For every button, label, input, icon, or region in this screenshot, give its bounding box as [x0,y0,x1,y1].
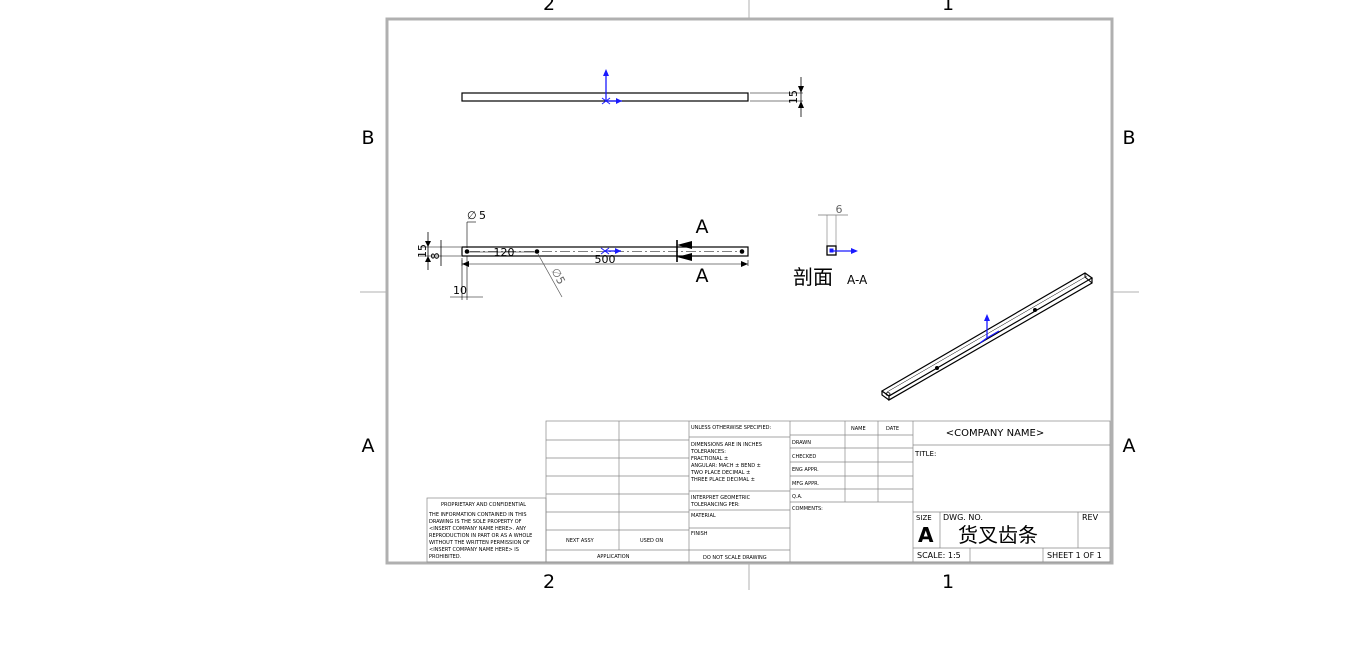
top-view-origin-icon [601,69,622,105]
proprietary-line-5: WITHOUT THE WRITTEN PERMISSION OF [429,540,530,546]
do-not-scale: DO NOT SCALE DRAWING [703,555,767,561]
section-width-dim: 6 [836,203,843,216]
row-checked: CHECKED [792,454,816,460]
dwg-no-label: DWG. NO. [943,513,983,522]
title-block [426,420,1111,563]
rev-label: REV [1082,513,1099,522]
front-inner-dim: 8 [429,253,442,260]
comments-label: COMMENTS: [792,506,823,512]
front-view-origin-icon [600,247,621,255]
proprietary-line-7: PROHIBITED. [429,554,462,560]
length-dim: 500 [595,253,616,266]
company-name: <COMPANY NAME> [946,428,1045,439]
zone-label-left-a: A [362,435,375,457]
dia-top-value: 5 [479,209,486,222]
zone-label-top-1: 1 [942,0,954,15]
row-eng-appr: ENG APPR. [792,467,819,473]
row-mfg-appr: MFG APPR. [792,481,819,487]
section-view[interactable]: 6 剖面 A-A [793,203,868,289]
tolerance-line-6: THREE PLACE DECIMAL ± [690,477,755,483]
next-assy-label: NEXT ASSY [566,538,595,544]
tolerance-line-5: TWO PLACE DECIMAL ± [690,470,750,476]
row-qa: Q.A. [792,494,803,500]
col-name-label: NAME [851,426,866,432]
finish-label: FINISH [691,531,708,537]
used-on-label: USED ON [640,538,663,544]
proprietary-title: PROPRIETARY AND CONFIDENTIAL [441,502,526,508]
front-view-hole-right [739,249,745,254]
front-view-hole-mid [534,249,540,254]
tolerance-line-2: TOLERANCES: [690,449,726,455]
proprietary-line-1: THE INFORMATION CONTAINED IN THIS [428,512,527,518]
front-view-hole-left [464,249,470,254]
edge-offset-dim: 10 [453,284,467,297]
unless-specified: UNLESS OTHERWISE SPECIFIED: [691,425,771,431]
hole-pos-dim: 120 [494,246,515,259]
tolerance-line-4: ANGULAR: MACH ± BEND ± [691,463,761,469]
front-height-dim: 15 [416,244,429,258]
dia-bottom-leader [537,253,563,298]
sheet-label: SHEET 1 OF 1 [1047,551,1102,560]
top-view[interactable]: 15 [461,69,804,117]
top-view-height-dim: 15 [787,90,800,104]
proprietary-line-3: <INSERT COMPANY NAME HERE>. ANY [429,526,527,532]
zone-label-top-2: 2 [543,0,555,15]
top-view-outline [461,92,749,102]
zone-label-right-b: B [1122,127,1135,149]
application-label: APPLICATION [597,554,630,560]
section-letter-top: A [696,216,709,238]
size-label: SIZE [916,514,932,522]
svg-text:∅5: ∅5 [548,266,567,287]
interpret-line-1: INTERPRET GEOMETRIC [691,495,751,501]
tolerance-line-1: DIMENSIONS ARE IN INCHES [691,442,762,448]
iso-side-face [888,278,1093,402]
size-value: A [918,523,934,547]
scale-label: SCALE: 1:5 [917,551,961,560]
title-block-text: UNLESS OTHERWISE SPECIFIED: DIMENSIONS A… [428,425,1102,561]
top-view-dim-arrows [798,86,804,108]
isometric-view[interactable] [880,272,1094,402]
zone-label-bottom-2: 2 [543,571,555,593]
proprietary-line-2: DRAWING IS THE SOLE PROPERTY OF [429,519,522,525]
iso-hole-1 [1033,308,1037,312]
section-cut-arrows [677,241,692,261]
front-view[interactable]: A A ∅ 5 15 8 120 500 10 ∅5 [416,209,749,300]
material-label: MATERIAL [691,513,716,519]
col-date-label: DATE [886,426,899,432]
tolerance-line-3: FRACTIONAL ± [691,456,728,462]
zone-label-right-a: A [1123,435,1136,457]
front-view-outline [461,246,749,257]
title-label: TITLE: [914,450,936,458]
interpret-line-2: TOLERANCING PER: [690,502,740,508]
section-label: 剖面 [793,265,833,289]
section-label-suffix: A-A [847,273,868,287]
row-drawn: DRAWN [792,440,811,446]
iso-hole-2 [935,366,939,370]
zone-label-left-b: B [361,127,374,149]
proprietary-line-6: <INSERT COMPANY NAME HERE> IS [429,547,519,553]
section-letter-bottom: A [696,265,709,287]
dwg-no-value: 货叉齿条 [958,523,1038,547]
zone-label-bottom-1: 1 [942,571,954,593]
iso-origin-icon [979,314,1000,344]
dia-top-symbol: ∅ [467,209,477,222]
dia-bottom-label: ∅5 [548,266,567,287]
proprietary-line-4: REPRODUCTION IN PART OR AS A WHOLE [429,533,532,539]
